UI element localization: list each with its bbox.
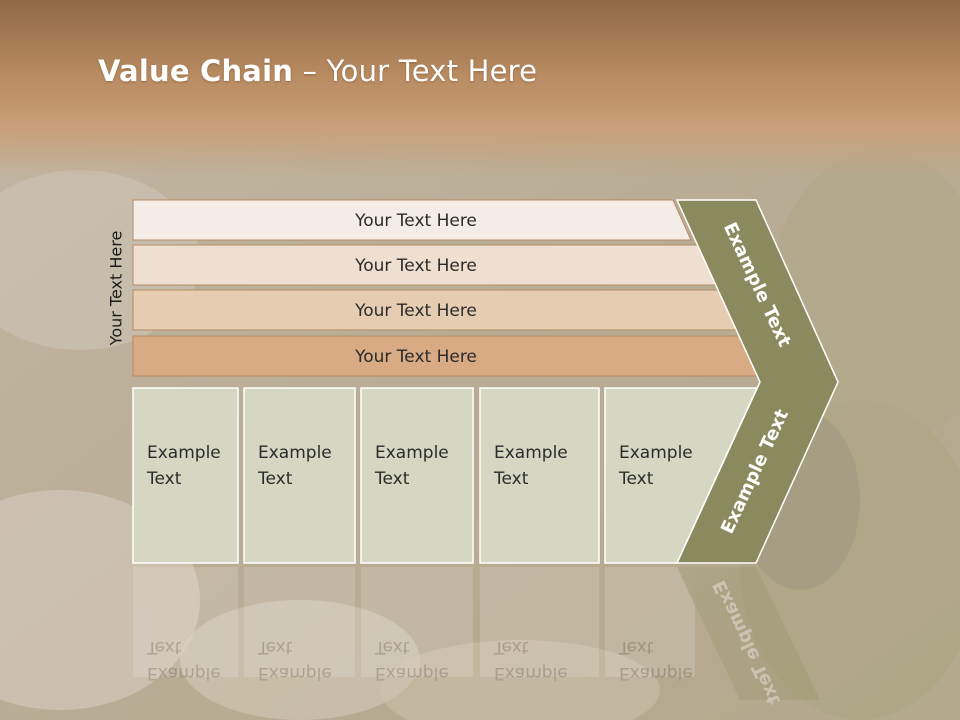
activity-box-reflection <box>605 567 695 677</box>
box-label-line1: Example <box>375 443 449 463</box>
box-label-line2: Text <box>618 469 654 489</box>
activity-box <box>132 387 239 564</box>
box-reflection-line1: Example <box>619 663 693 683</box>
box-reflection-line2: Text <box>493 637 529 657</box>
activity-box-reflection <box>244 567 355 677</box>
chevron-arrow <box>675 199 839 564</box>
box-reflection-line2: Text <box>257 637 293 657</box>
bar-label: Your Text Here <box>354 347 477 367</box>
activity-box-reflection <box>480 567 599 677</box>
activity-box <box>360 387 474 564</box>
slide-title: Value Chain – Your Text Here <box>98 54 537 88</box>
bar-label: Your Text Here <box>354 301 477 321</box>
box-reflection-line1: Example <box>147 663 221 683</box>
box-label-line2: Text <box>146 469 182 489</box>
bar-label: Your Text Here <box>354 256 477 276</box>
box-label-line2: Text <box>374 469 410 489</box>
box-reflection-line2: Text <box>618 637 654 657</box>
title-bold: Value Chain <box>98 54 294 88</box>
box-reflection-line2: Text <box>146 637 182 657</box>
box-label-line2: Text <box>493 469 529 489</box>
activity-box <box>243 387 356 564</box>
box-label-line1: Example <box>494 443 568 463</box>
box-label-line1: Example <box>619 443 693 463</box>
activity-box-reflection <box>133 567 238 677</box>
box-label-line1: Example <box>258 443 332 463</box>
box-label-line2: Text <box>257 469 293 489</box>
bar-label: Your Text Here <box>354 211 477 231</box>
title-rest: – Your Text Here <box>293 54 538 88</box>
box-reflection-line1: Example <box>375 663 449 683</box>
box-reflection-line1: Example <box>494 663 568 683</box>
box-reflection-line2: Text <box>374 637 410 657</box>
activity-box-reflection <box>361 567 473 677</box>
value-chain-bar <box>132 199 692 241</box>
box-reflection-line1: Example <box>258 663 332 683</box>
activity-box <box>479 387 600 564</box>
chevron-reflection <box>677 567 820 700</box>
box-label-line1: Example <box>147 443 221 463</box>
